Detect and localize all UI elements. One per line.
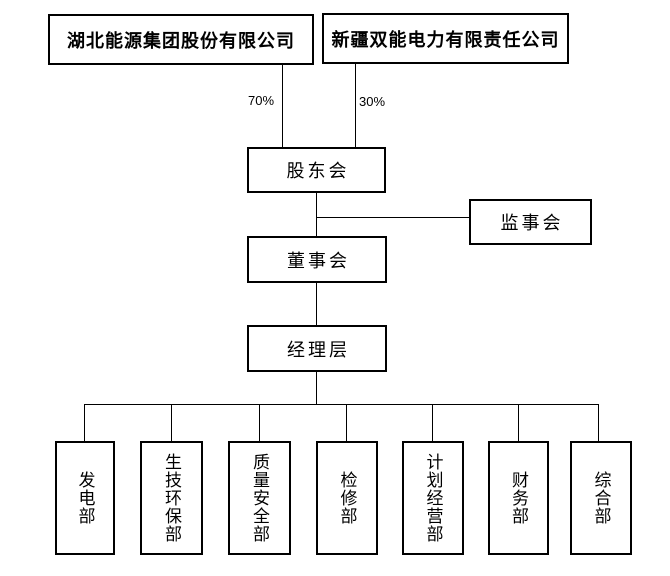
department-box-production-tech-environment: 生技环保部 [140,441,203,555]
department-box-planning-operations: 计划经营部 [402,441,464,555]
connector-dept-stub-finance [518,404,519,441]
connector-dept-stub-quality-safety [259,404,260,441]
department-box-general-affairs: 综合部 [570,441,632,555]
connector-dept-stub-planning-operations [432,404,433,441]
ownership-percentage-70: 70% [248,93,275,108]
department-label-general-affairs: 综合部 [591,471,611,525]
connector-board-management [316,283,317,325]
parent-company-xinjiang-shuangneng-label: 新疆双能电力有限责任公司 [331,29,560,50]
department-label-planning-operations: 计划经营部 [423,453,443,543]
parent-company-xinjiang-shuangneng: 新疆双能电力有限责任公司 [322,13,569,64]
parent-company-hubei-energy-label: 湖北能源集团股份有限公司 [67,30,295,51]
connector-departments-bar [84,404,599,405]
department-label-power-generation: 发电部 [75,471,95,525]
connector-management-bar [316,372,317,405]
department-label-production-tech-environment: 生技环保部 [162,453,181,543]
connector-supervisory-branch [316,217,469,218]
department-box-quality-safety: 质量安全部 [228,441,291,555]
management-layer-box: 经理层 [247,325,387,372]
ownership-percentage-30: 30% [359,94,386,109]
board-of-directors-label: 董事会 [287,250,350,271]
supervisory-board-box: 监事会 [469,199,592,245]
shareholders-meeting-box: 股东会 [247,147,386,193]
department-box-maintenance: 检修部 [316,441,378,555]
connector-dept-stub-maintenance [346,404,347,441]
supervisory-board-label: 监事会 [500,213,564,233]
connector-shareholders-board [316,193,317,236]
connector-dept-stub-power-generation [84,404,85,441]
department-label-maintenance: 检修部 [337,471,357,525]
department-box-finance: 财务部 [488,441,549,555]
board-of-directors-box: 董事会 [247,236,387,283]
connector-parent1-drop [282,65,283,147]
department-box-power-generation: 发电部 [55,441,115,555]
connector-dept-stub-general-affairs [598,404,599,441]
connector-parent2-drop [355,64,356,147]
department-label-finance: 财务部 [509,471,528,525]
department-label-quality-safety: 质量安全部 [250,453,269,543]
connector-dept-stub-production-tech-environment [171,404,172,441]
management-layer-label: 经理层 [287,339,350,360]
shareholders-meeting-label: 股东会 [286,161,350,181]
parent-company-hubei-energy: 湖北能源集团股份有限公司 [48,14,314,65]
